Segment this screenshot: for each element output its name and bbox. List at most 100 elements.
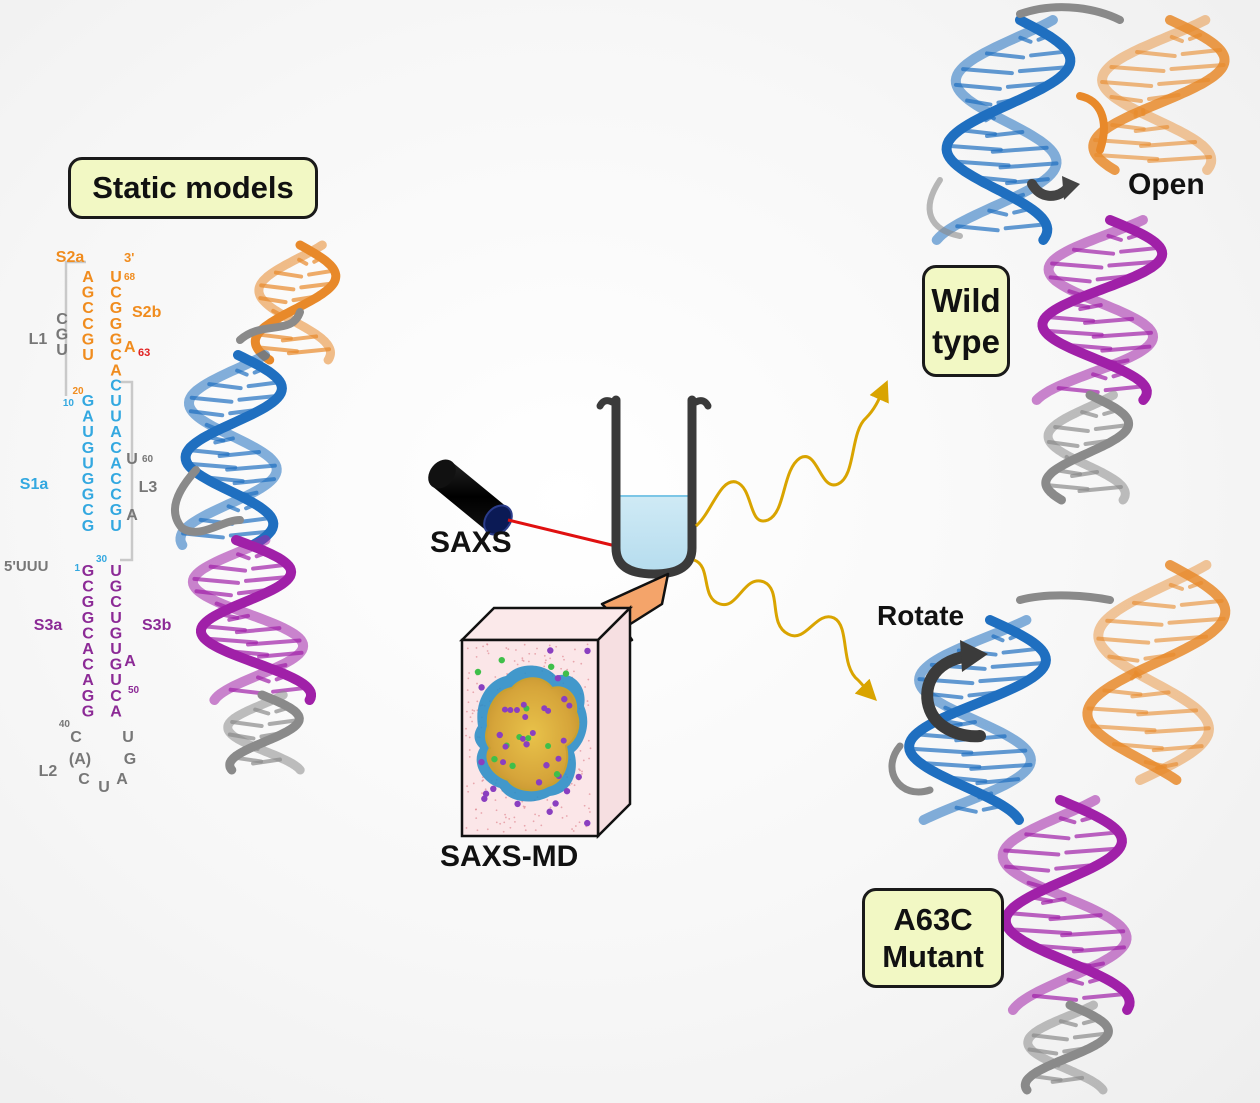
ion-particle: [478, 758, 485, 766]
water-molecule: [578, 821, 581, 824]
backbone-strand: [931, 15, 1062, 245]
ss-base-s2-right: U: [110, 269, 122, 286]
nucleotide-base: [217, 450, 262, 458]
l3-label: L3: [139, 479, 158, 496]
water-molecule: [474, 808, 477, 811]
ss-base-l1: C: [56, 311, 68, 328]
water-molecule: [589, 811, 591, 813]
backbone-strand: [888, 742, 934, 796]
ss-base-s2-left: C: [82, 316, 94, 333]
backbone-strand: [1037, 215, 1168, 405]
nucleotide-base: [1135, 50, 1177, 58]
rotate-arrow-icon: [921, 640, 988, 743]
ion-particle: [474, 668, 482, 676]
backbone-strand: [1082, 560, 1231, 785]
nucleotide-base: [1109, 65, 1166, 73]
ss-base-s1-right: U: [110, 393, 122, 410]
water-molecule: [587, 739, 590, 742]
nucleotide-base: [1053, 425, 1090, 433]
water-molecule: [473, 709, 476, 712]
water-molecule: [563, 658, 565, 661]
backbone-strand: [1016, 591, 1114, 604]
water-molecule: [524, 805, 526, 808]
s3a-label: S3a: [34, 617, 63, 634]
water-molecule: [468, 672, 471, 674]
water-molecule: [465, 727, 467, 730]
water-molecule: [578, 768, 580, 771]
nucleotide-base: [189, 395, 234, 404]
backbone-strand: [926, 177, 963, 239]
water-molecule: [588, 757, 590, 760]
water-molecule: [548, 644, 551, 647]
sample-tube: [596, 395, 712, 579]
backbone-strand: [250, 240, 341, 365]
water-molecule: [482, 645, 485, 648]
rna-3d-a63c-mutant-model: [888, 560, 1231, 1095]
ion-particle: [490, 785, 497, 793]
ion-particle: [529, 730, 536, 737]
ion-particle: [519, 735, 526, 742]
num-10: 10: [63, 398, 75, 409]
ss-base-s3-right: C: [110, 688, 122, 705]
water-molecule: [499, 822, 502, 825]
water-molecule: [465, 827, 468, 829]
ss-base-s1-left: C: [82, 502, 94, 519]
nucleotide-base: [255, 332, 293, 341]
water-molecule: [476, 682, 478, 685]
nucleotide-base: [1107, 654, 1140, 663]
ss-base-s1-left: U: [82, 424, 94, 441]
ss-base-s1-right: C: [110, 487, 122, 504]
water-molecule: [579, 749, 582, 752]
five-prime-label: 5'UUU: [4, 558, 48, 575]
ss-base-l3: A: [126, 507, 138, 524]
water-molecule: [573, 670, 575, 673]
nucleotide-base: [1136, 708, 1199, 717]
water-molecule: [468, 755, 471, 758]
nucleotide-base: [1105, 618, 1164, 627]
water-molecule: [555, 645, 558, 648]
s2a-label: S2a: [56, 249, 85, 266]
nucleotide-base: [280, 334, 319, 343]
backbone-strand: [1016, 3, 1124, 24]
water-molecule: [561, 816, 564, 819]
ss-base-s3-bulge: A: [124, 653, 136, 670]
water-molecule: [543, 654, 546, 657]
num-30: 30: [96, 554, 108, 565]
ss-base-s3-left: C: [82, 625, 94, 642]
nucleotide-base: [1109, 95, 1143, 103]
water-molecule: [536, 647, 538, 650]
nucleotide-base: [1006, 911, 1061, 920]
water-molecule: [467, 790, 470, 793]
ion-particle: [491, 755, 498, 763]
rna-3d-static-model: [170, 240, 341, 775]
ion-particle: [562, 670, 570, 677]
water-molecule: [523, 643, 526, 646]
water-molecule: [468, 749, 471, 751]
ss-base-s1-right: U: [110, 409, 122, 426]
nucleotide-base: [254, 345, 299, 354]
a63-base: A: [124, 339, 136, 356]
ion-particle: [478, 684, 485, 691]
water-molecule: [471, 720, 473, 723]
ss-base-s1-left: U: [82, 455, 94, 472]
ss-base-s3-right: A: [110, 703, 122, 720]
water-molecule: [560, 806, 563, 809]
ss-base-l2: U: [122, 729, 134, 746]
water-molecule: [472, 691, 475, 694]
ion-particle: [584, 647, 591, 655]
water-molecule: [527, 660, 530, 663]
water-molecule: [528, 652, 531, 655]
nucleotide-base: [1024, 832, 1071, 841]
s2b-label: S2b: [132, 304, 162, 321]
water-molecule: [513, 816, 516, 819]
s1a-label: S1a: [20, 476, 49, 493]
water-molecule: [534, 813, 537, 816]
ion-particle: [575, 773, 582, 781]
ss-base-s3-right: C: [110, 594, 122, 611]
water-molecule: [465, 734, 467, 737]
ion-particle: [563, 787, 571, 795]
water-molecule: [486, 643, 489, 646]
nucleotide-base: [998, 161, 1059, 170]
ss-base-s1-right: A: [110, 455, 122, 472]
nucleotide-base: [1169, 35, 1184, 43]
